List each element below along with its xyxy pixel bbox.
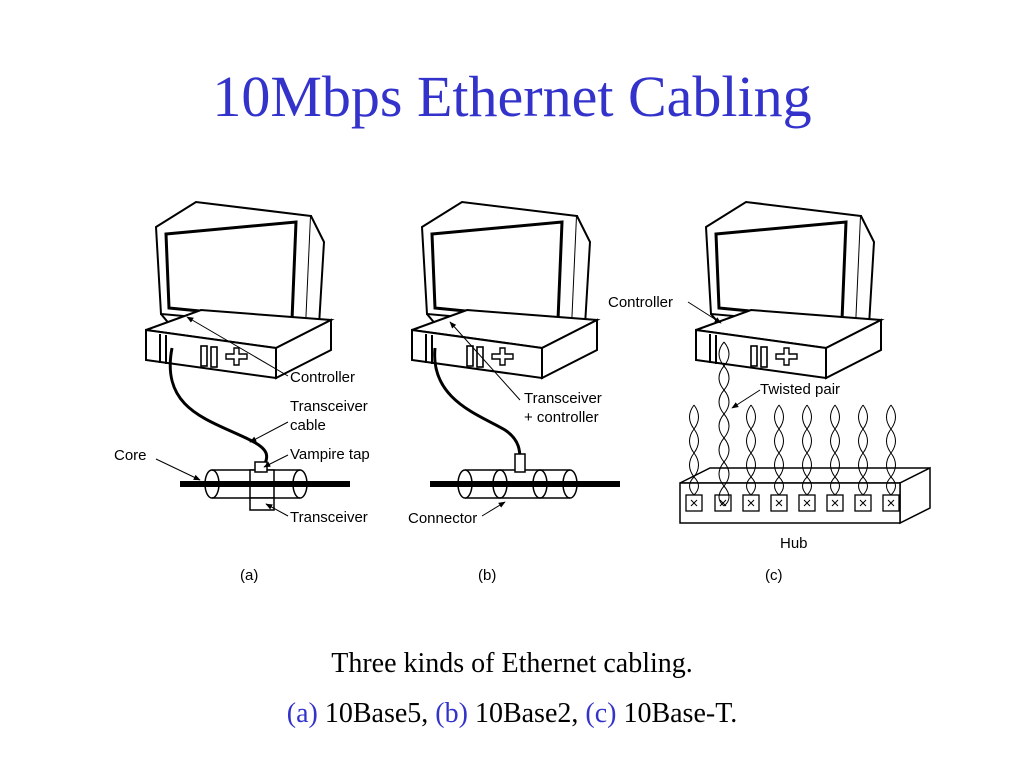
caption-marker-a: (a)	[286, 698, 318, 729]
caption-text-b: 10Base2,	[467, 698, 586, 729]
drop-cable-b	[433, 347, 522, 461]
hub-port-mark	[831, 499, 839, 507]
caption-text-a: 10Base5,	[317, 698, 436, 729]
computer-c	[694, 200, 883, 380]
label-transceiver-cable-a-line1: Transceiver	[290, 398, 368, 415]
sublabel-c: (c)	[765, 567, 783, 584]
twisted-pair	[858, 404, 868, 496]
label-hub-c: Hub	[780, 535, 808, 552]
label-vampire-tap-a: Vampire tap	[290, 446, 370, 463]
label-transceiver-a: Transceiver	[290, 509, 368, 526]
twisted-pairs-c	[689, 404, 896, 496]
caption-marker-c: (c)	[585, 698, 617, 729]
label-controller-c: Controller	[608, 294, 673, 311]
twisted-pair	[802, 404, 812, 496]
ethernet-cabling-figure: Controller Transceiver cable Vampire tap…	[100, 190, 950, 590]
label-connector-b: Connector	[408, 510, 477, 527]
label-core-a: Core	[114, 447, 147, 464]
label-transceiver-cable-a-line2: cable	[290, 417, 326, 434]
hub-port-mark	[859, 499, 867, 507]
twisted-pair	[774, 404, 784, 496]
transceiver-cable-a	[168, 347, 269, 471]
twisted-pair	[830, 404, 840, 496]
hub-port-mark	[803, 499, 811, 507]
sublabel-a: (a)	[240, 567, 258, 584]
hub-port-mark	[775, 499, 783, 507]
label-controller-a: Controller	[290, 369, 355, 386]
computer-a	[144, 200, 333, 380]
computer-b	[410, 200, 599, 380]
twisted-pair-to-computer-c	[718, 341, 730, 507]
label-transceiver-controller-b-line2: + controller	[524, 409, 599, 426]
caption-marker-b: (b)	[435, 698, 468, 729]
slide-title: 10Mbps Ethernet Cabling	[212, 64, 812, 129]
hub-port-mark	[747, 499, 755, 507]
caption-line-1: Three kinds of Ethernet cabling.	[331, 648, 693, 679]
hub-port-mark	[690, 499, 698, 507]
hub-port-mark	[887, 499, 895, 507]
label-twisted-pair-c: Twisted pair	[760, 381, 840, 398]
label-transceiver-controller-b-line1: Transceiver	[524, 390, 602, 407]
vampire-tap-a	[254, 461, 268, 473]
sublabel-b: (b)	[478, 567, 496, 584]
hub-ports-c	[685, 494, 900, 512]
twisted-pair	[746, 404, 756, 496]
twisted-pair	[886, 404, 896, 496]
caption-line-2: (a) 10Base5, (b) 10Base2, (c) 10Base-T.	[0, 698, 1024, 730]
twisted-pair	[689, 404, 699, 496]
caption-text-c: 10Base-T.	[616, 698, 738, 729]
